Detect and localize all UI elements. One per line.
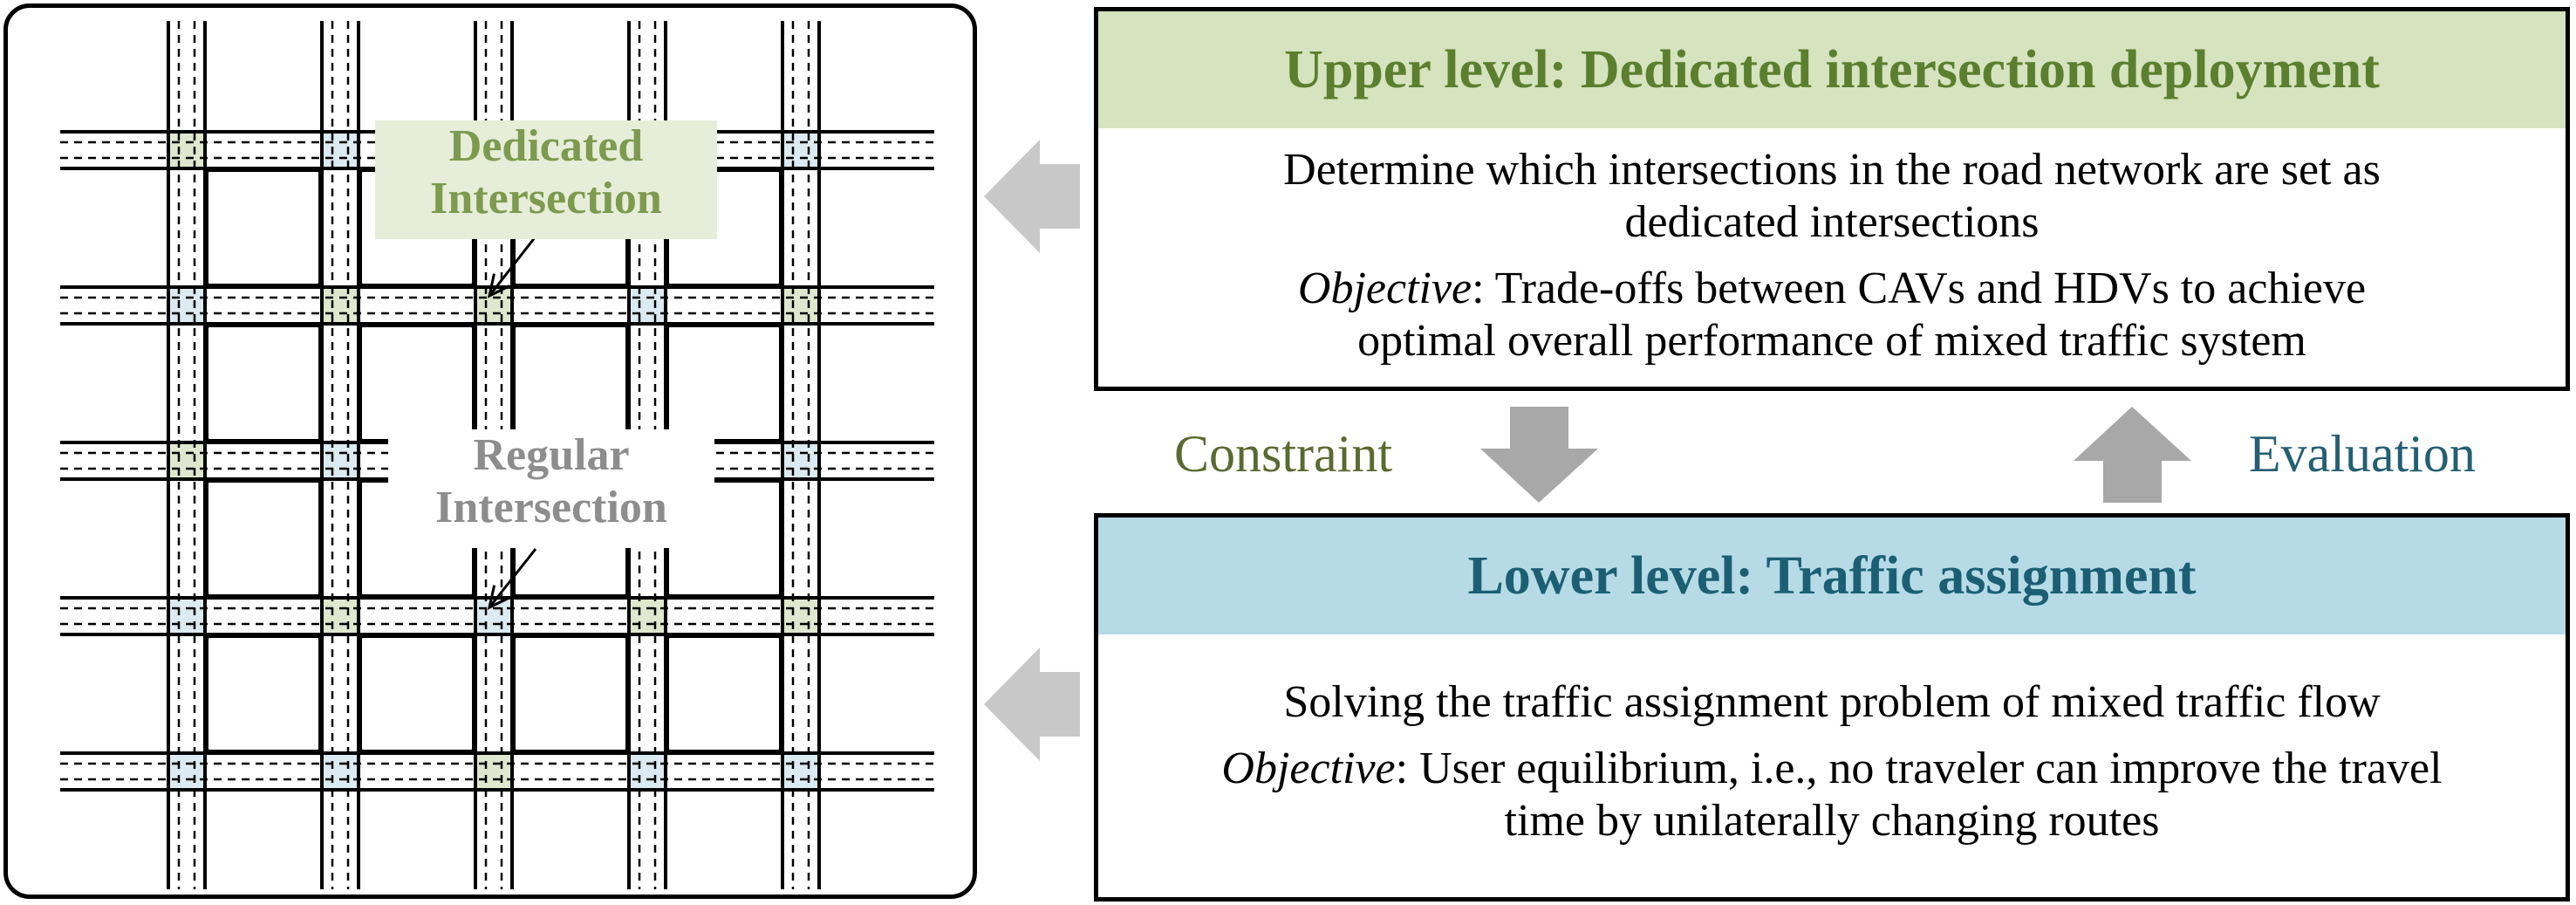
city-block (205, 479, 322, 598)
city-block (205, 324, 322, 442)
up-arrow-icon (2074, 407, 2191, 503)
upper-objective-word: Objective (1297, 264, 1472, 313)
dedicated-intersection (475, 752, 513, 791)
regular-intersection (321, 131, 359, 169)
dedicated-intersection-callout: Dedicated Intersection (375, 120, 717, 239)
city-block (359, 324, 475, 442)
lower-objective-line-2: time by unilaterally changing routes (1504, 796, 2160, 846)
upper-desc-line-2: dedicated intersections (1624, 197, 2040, 247)
dedicated-pointer-shaft (488, 236, 537, 297)
constraint-label: Constraint (1174, 425, 1392, 483)
lower-objective-line-1: Objective: User equilibrium, i.e., no tr… (1116, 743, 2548, 795)
regular-pointer-shaft (488, 548, 537, 608)
lower-objective-text: : User equilibrium, i.e., no traveler ca… (1395, 744, 2443, 793)
regular-intersection (167, 286, 206, 325)
upper-level-title: Upper level: Dedicated intersection depl… (1098, 11, 2566, 128)
left-arrow-upper-icon (984, 140, 1080, 253)
dedicated-intersection (321, 286, 359, 325)
dedicated-intersection (628, 597, 666, 635)
dedicated-intersection (167, 131, 206, 169)
dedicated-intersection (782, 597, 820, 635)
regular-intersection (167, 752, 206, 791)
lower-level-body: Solving the traffic assignment problem o… (1098, 634, 2566, 847)
lower-level-box: Lower level: Traffic assignment Solving … (1094, 513, 2570, 902)
regular-pointer-head (487, 585, 511, 610)
regular-intersection (167, 597, 206, 635)
regular-intersection (782, 131, 820, 169)
regular-intersection (628, 752, 666, 791)
upper-level-body: Determine which intersections in the roa… (1098, 128, 2566, 367)
dedicated-pointer-head (487, 273, 510, 298)
city-block (666, 634, 782, 753)
city-block (359, 634, 475, 753)
city-block (205, 168, 322, 287)
down-arrow-icon (1480, 407, 1598, 503)
dedicated-intersection (321, 597, 359, 635)
lower-objective-word: Objective (1221, 744, 1396, 793)
upper-level-box: Upper level: Dedicated intersection depl… (1094, 7, 2570, 391)
evaluation-label: Evaluation (2249, 425, 2476, 483)
upper-desc-line-1: Determine which intersections in the roa… (1283, 145, 2381, 195)
left-arrow-lower-icon (984, 648, 1080, 761)
city-block (512, 634, 629, 753)
regular-intersection (321, 752, 359, 791)
upper-objective-text: : Trade-offs between CAVs and HDVs to ac… (1472, 264, 2367, 313)
road-network-panel: Dedicated Intersection Regular Intersect… (3, 3, 977, 899)
regular-callout-line-2: Intersection (435, 483, 667, 532)
dedicated-callout-line-1: Dedicated (448, 121, 644, 171)
regular-intersection-callout: Regular Intersection (388, 429, 714, 548)
lower-desc-line-1: Solving the traffic assignment problem o… (1283, 677, 2381, 727)
dedicated-intersection (782, 286, 820, 325)
regular-callout-line-1: Regular (473, 430, 630, 480)
lower-level-title: Lower level: Traffic assignment (1098, 518, 2566, 634)
upper-objective-line-1: Objective: Trade-offs between CAVs and H… (1116, 263, 2548, 315)
regular-intersection (782, 752, 820, 791)
regular-intersection (321, 442, 359, 480)
upper-objective-line-2: optimal overall performance of mixed tra… (1357, 316, 2306, 366)
regular-intersection (628, 286, 666, 325)
city-block (666, 324, 782, 442)
dedicated-intersection (167, 442, 206, 480)
city-block (205, 634, 322, 753)
city-block (512, 324, 629, 442)
regular-intersection (782, 442, 820, 480)
dedicated-callout-line-2: Intersection (430, 174, 662, 223)
